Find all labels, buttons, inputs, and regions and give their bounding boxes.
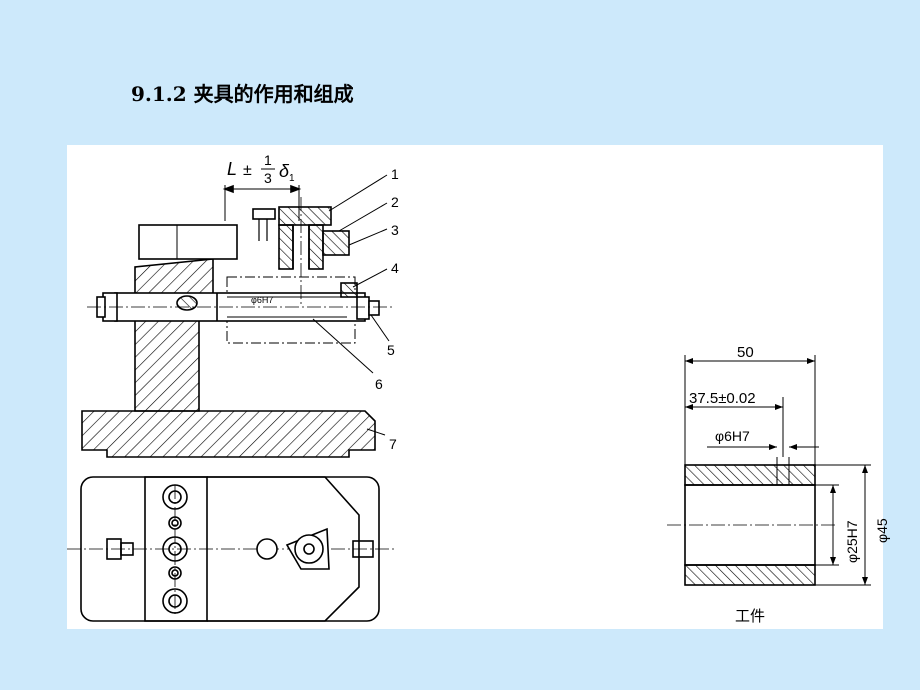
- callout-6: 6: [375, 376, 383, 392]
- slide-title: 9.1.2 夹具的作用和组成: [131, 82, 354, 106]
- fixture-fit-label: φ6H7: [251, 295, 273, 305]
- workpiece-caption: 工件: [735, 608, 765, 625]
- tolerance-delta: δ: [279, 161, 290, 181]
- dim-bore-diameter: φ25H7: [844, 520, 860, 563]
- workpiece-drawing: [667, 355, 871, 586]
- tolerance-denominator: 3: [264, 170, 272, 186]
- callout-3: 3: [391, 222, 399, 238]
- callout-4: 4: [391, 260, 399, 276]
- tolerance-numerator: 1: [264, 152, 272, 168]
- callout-2: 2: [391, 194, 399, 210]
- callout-5: 5: [387, 342, 395, 358]
- drawing-panel: L ± 1 3 δ 1 1 2 3 4 5 6 7 φ6H7: [67, 145, 890, 629]
- callout-7: 7: [389, 436, 397, 452]
- fixture-top-view: [67, 476, 397, 622]
- dim-hole-position: 37.5±0.02: [689, 390, 756, 407]
- callout-1: 1: [391, 166, 399, 182]
- tolerance-L: L: [227, 159, 237, 179]
- tolerance-subscript: 1: [289, 173, 295, 184]
- dim-overall-length: 50: [737, 344, 754, 361]
- dim-outer-diameter: φ45: [874, 518, 890, 543]
- fixture-front-view: [81, 174, 395, 458]
- tolerance-label: L ± 1 3 δ 1: [227, 152, 295, 186]
- dim-hole-diameter: φ6H7: [715, 428, 750, 444]
- tolerance-pm: ±: [243, 162, 252, 179]
